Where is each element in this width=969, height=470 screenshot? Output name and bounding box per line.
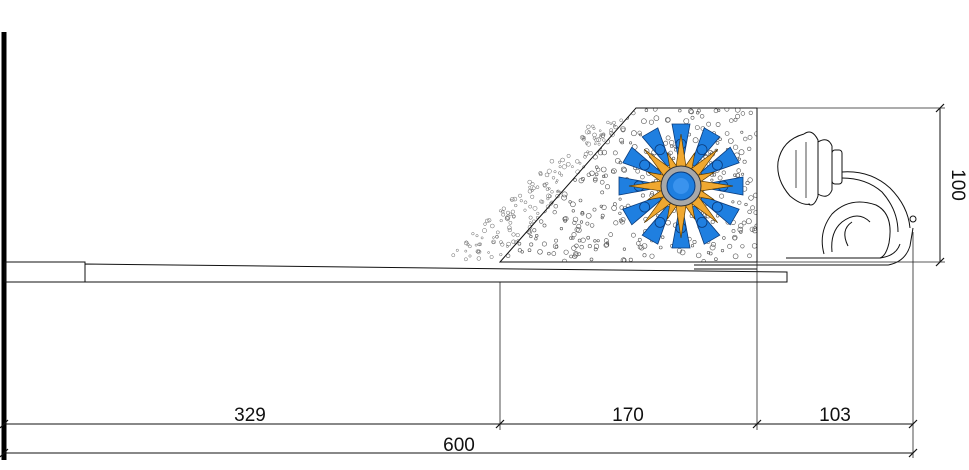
dimension-100: 100 [947,169,968,201]
support-arm [4,261,788,283]
decorative-panel [498,107,758,263]
wall-lamp-icon [694,131,917,270]
dimension-103: 103 [819,405,851,426]
dimension-lines [0,103,945,458]
compass-star-icon [618,123,744,249]
gravel-texture [451,118,623,262]
dimension-600: 600 [443,435,475,456]
dimension-170: 170 [612,405,644,426]
dimension-329: 329 [234,405,266,426]
